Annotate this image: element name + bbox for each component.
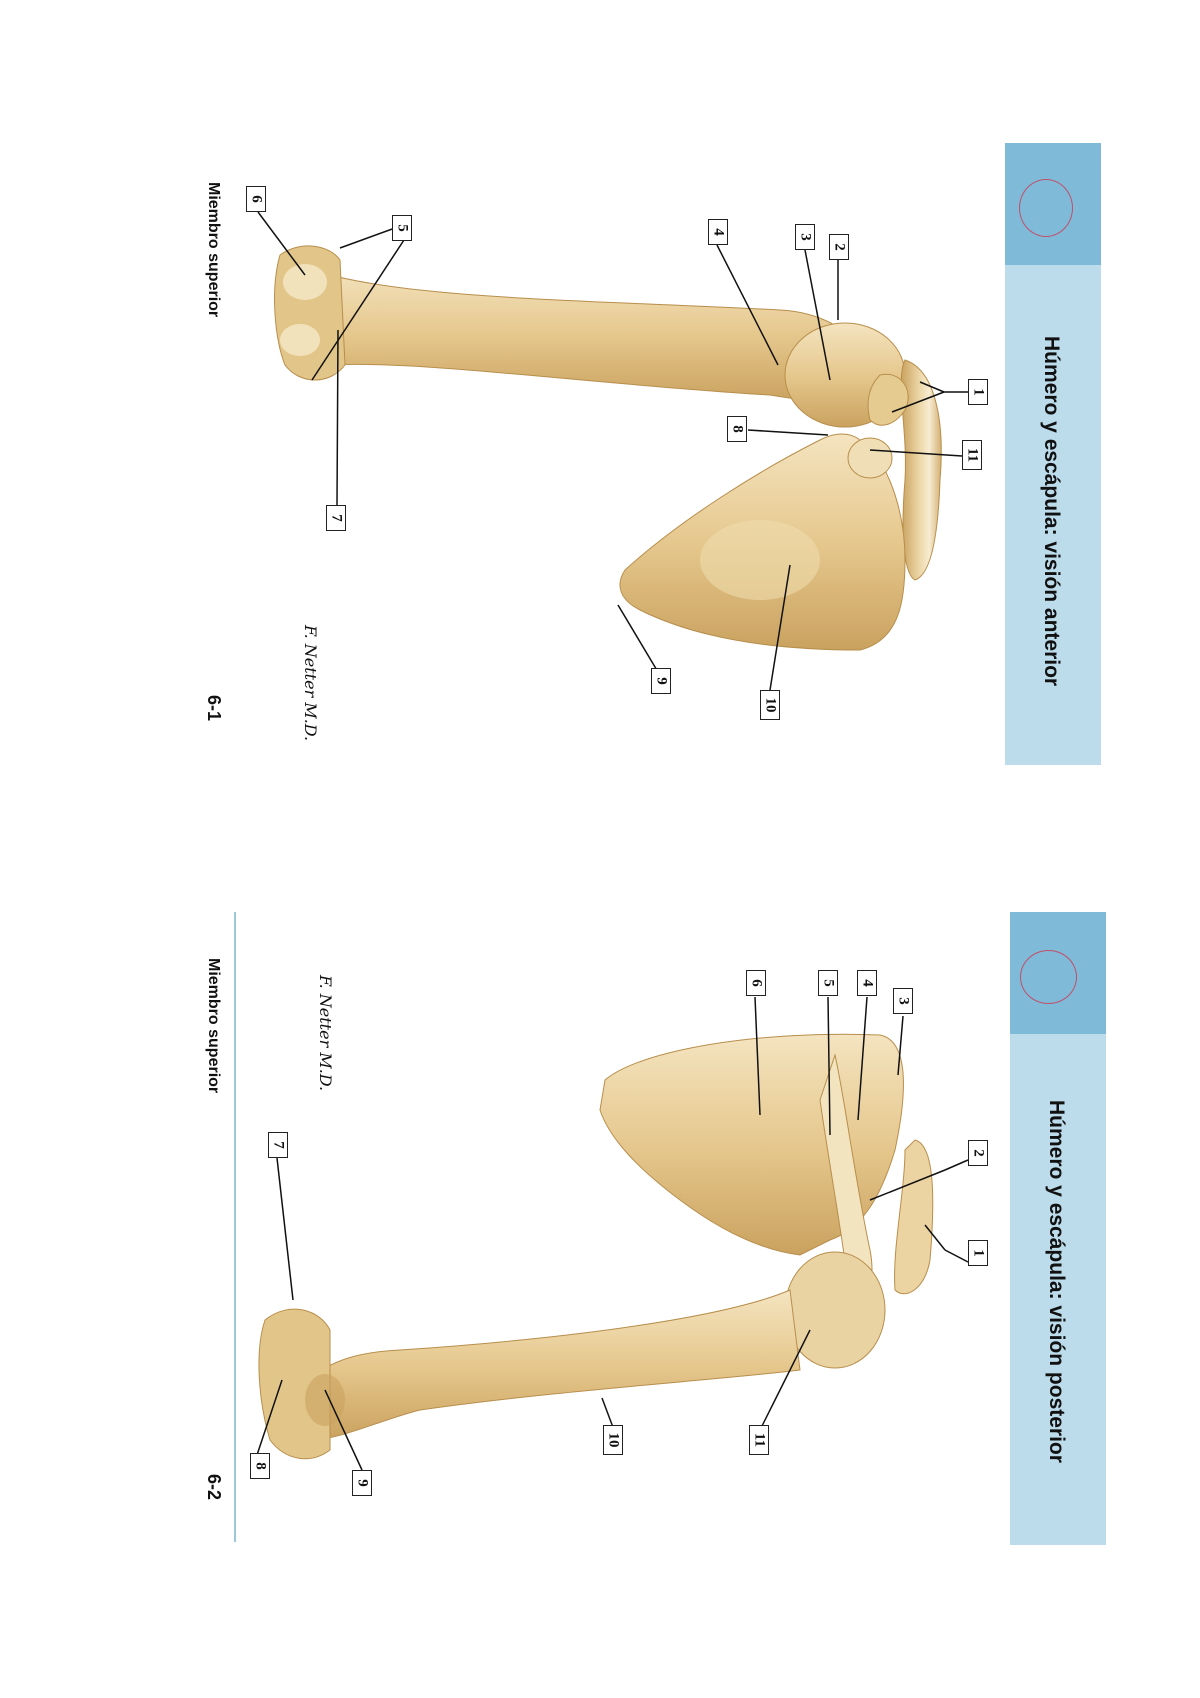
label-7: 7 [268,1132,288,1158]
label-11: 11 [749,1425,769,1455]
label-4: 4 [708,219,728,245]
label-9: 9 [651,668,671,694]
label-6: 6 [746,970,766,996]
label-10: 10 [760,690,780,720]
footer-rule [234,912,236,1542]
label-1: 1 [968,1240,988,1266]
circle-icon [1020,950,1077,1004]
label-4: 4 [857,970,877,996]
header-band-posterior [1010,912,1106,1545]
label-3: 3 [893,988,913,1014]
label-8: 8 [727,416,747,442]
label-8: 8 [250,1453,270,1479]
label-7: 7 [326,505,346,531]
header-band-anterior [1005,143,1101,765]
netter-signature-posterior: F. Netter M.D. [316,975,335,1092]
circle-icon [1019,179,1073,237]
label-5: 5 [818,970,838,996]
label-3: 3 [795,224,815,250]
label-11: 11 [962,440,982,470]
label-9: 9 [352,1470,372,1496]
label-10: 10 [603,1425,623,1455]
label-1: 1 [968,379,988,405]
label-2: 2 [968,1140,988,1166]
label-5: 5 [392,215,412,241]
label-6: 6 [246,186,266,212]
label-2: 2 [829,234,849,260]
